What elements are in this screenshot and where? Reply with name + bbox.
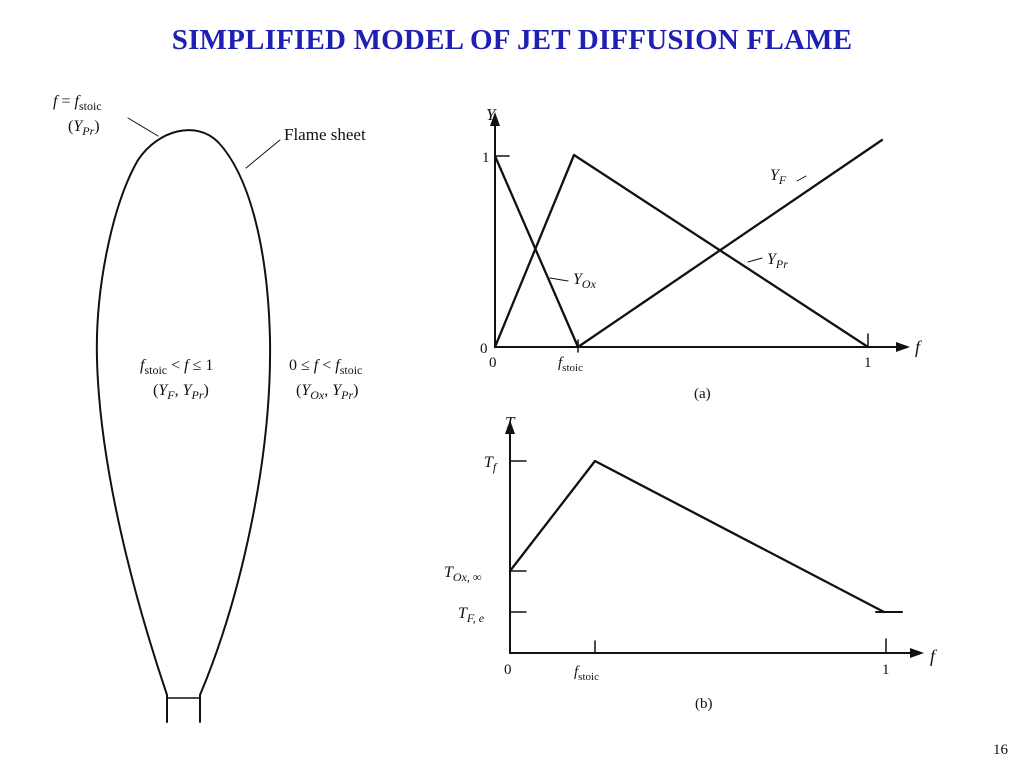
plot-b-x-tick-zero-label: 0	[504, 662, 512, 678]
oxidizer-fraction-line	[493, 154, 580, 349]
plot-a-y-tick-one-label: 1	[482, 150, 490, 166]
plot-a-x-tick-zero-label: 0	[489, 355, 497, 371]
plot-a-y-arrow	[490, 112, 500, 126]
fuel-series-label: YF	[770, 167, 787, 187]
fuel-fraction-line	[576, 138, 884, 349]
outside-region-label: 0 ≤ f < fstoic	[289, 357, 362, 377]
plot-b-y-tick-flame-label: Tf	[484, 454, 498, 474]
product-series-label: YPr	[767, 251, 788, 271]
plot-a-x-axis-label: f	[915, 337, 923, 357]
plot-b-y-tick-ox-label: TOx, ∞	[444, 564, 482, 584]
plot-a: Y f 1 0 0 fstoic 1 YF YPr YOx (a)	[480, 105, 923, 402]
slide-page-number: 16	[993, 742, 1008, 758]
plot-b-x-tick-stoic-label: fstoic	[574, 664, 599, 683]
tip-label-fstoic: f = fstoic	[53, 93, 102, 113]
plot-a-x-tick-one-label: 1	[864, 355, 872, 371]
product-fraction-line	[493, 153, 870, 349]
oxidizer-series-label: YOx	[573, 271, 597, 291]
flame-sheet-outline	[95, 129, 272, 696]
plot-b-x-arrow	[910, 648, 924, 658]
inside-region-label: fstoic < f ≤ 1	[140, 357, 213, 377]
plot-b-y-axis-label: T	[505, 413, 516, 432]
slide-title: SIMPLIFIED MODEL OF JET DIFFUSION FLAME	[171, 24, 853, 56]
plot-b-y-tick-fuel-label: TF, e	[458, 605, 485, 625]
plot-a-y-axis-label: Y	[486, 105, 497, 124]
plot-b-x-tick-one-label: 1	[882, 662, 890, 678]
tip-label-ypr: (YPr)	[68, 118, 100, 138]
plot-a-x-tick-stoic-label: fstoic	[558, 355, 583, 374]
inside-region-species: (YF, YPr)	[153, 382, 209, 402]
flame-sheet-label: Flame sheet	[284, 125, 366, 144]
plot-b-y-arrow	[505, 420, 515, 434]
plot-b-x-axis-label: f	[930, 646, 938, 666]
fuel-label-leader	[796, 175, 807, 182]
tip-leader-line	[127, 117, 159, 137]
oxidizer-label-leader	[549, 277, 569, 282]
plot-a-y-tick-zero-label: 0	[480, 341, 488, 357]
product-label-leader	[747, 257, 763, 263]
temperature-profile-line	[508, 459, 886, 614]
plot-a-x-arrow	[896, 342, 910, 352]
sheet-leader-line	[245, 139, 281, 169]
plot-b: T f Tf TOx, ∞ TF, e 0 fstoic 1 (b)	[444, 413, 938, 712]
plot-b-caption: (b)	[695, 696, 713, 712]
fuel-nozzle	[166, 694, 201, 723]
flame-diagram: f = fstoic (YPr) Flame sheet fstoic < f …	[53, 93, 366, 723]
outside-region-species: (YOx, YPr)	[296, 382, 358, 402]
plot-a-caption: (a)	[694, 386, 711, 402]
